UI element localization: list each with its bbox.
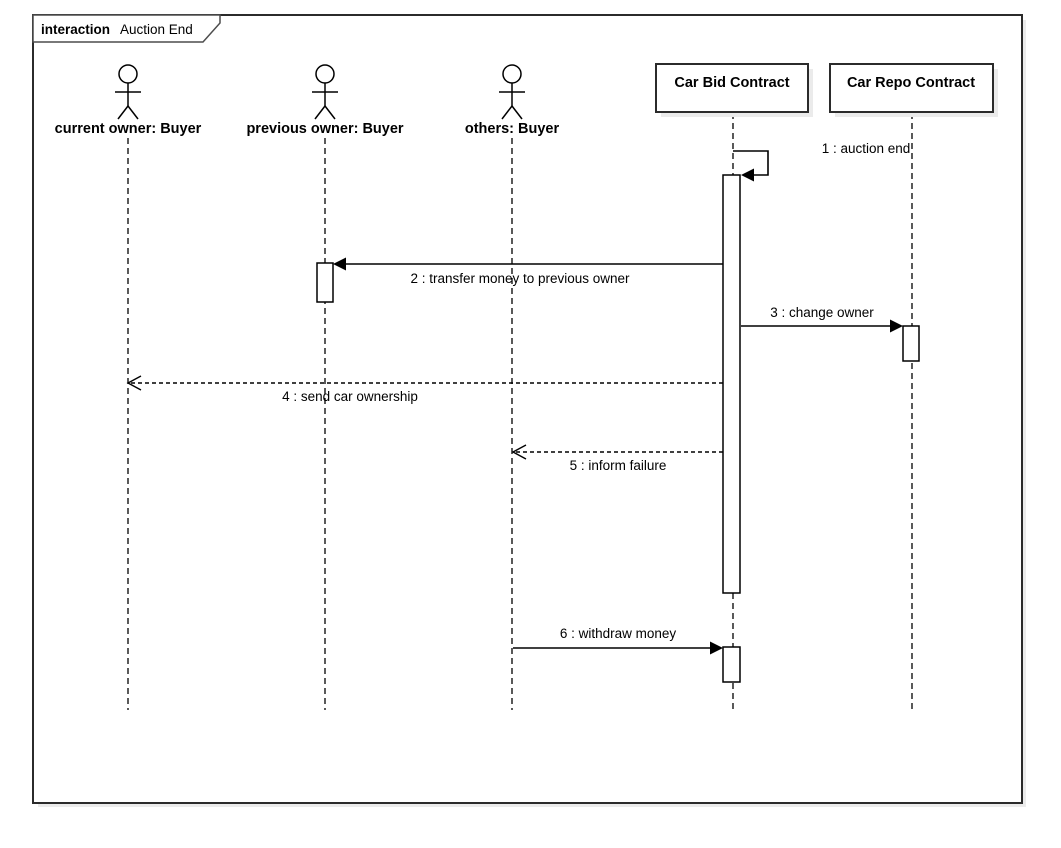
frame-title: Auction End xyxy=(120,22,193,37)
diagram-frame xyxy=(32,14,1023,804)
message-label: 2 : transfer money to previous owner xyxy=(410,271,630,286)
message-2-transfer-money: 2 : transfer money to previous owner xyxy=(333,257,723,286)
actor-leg-right xyxy=(127,105,139,120)
frame-keyword: interaction xyxy=(41,22,110,37)
actor-stick-figure-icon xyxy=(115,64,141,120)
actor-previous-owner: previous owner: Buyer xyxy=(246,64,404,137)
message-arrowhead-icon xyxy=(710,641,723,655)
actor-label: others: Buyer xyxy=(465,121,560,137)
object-label: Car Bid Contract xyxy=(674,75,789,91)
message-label: 5 : inform failure xyxy=(570,458,667,473)
actor-stick-figure-icon xyxy=(499,64,525,120)
actor-leg-left xyxy=(314,105,326,120)
message-open-arrowhead-icon xyxy=(511,444,527,460)
message-arrowhead-icon xyxy=(333,257,346,271)
activation-bar-car-bid-withdraw xyxy=(722,646,741,683)
message-line xyxy=(733,150,769,176)
message-arrowhead-icon xyxy=(890,319,903,333)
message-label: 6 : withdraw money xyxy=(560,626,677,641)
message-1-auction-end: 1 : auction end xyxy=(733,141,910,182)
message-5-inform-failure: 5 : inform failure xyxy=(511,444,723,473)
message-4-send-car-ownership: 4 : send car ownership xyxy=(126,375,723,404)
activation-bar-car-repo xyxy=(902,325,920,362)
actor-leg-left xyxy=(501,105,513,120)
object-label: Car Repo Contract xyxy=(847,75,975,91)
actor-leg-left xyxy=(117,105,129,120)
message-6-withdraw-money: 6 : withdraw money xyxy=(513,626,723,655)
activation-bars xyxy=(316,174,920,683)
actor-current-owner: current owner: Buyer xyxy=(55,64,202,137)
actor-others: others: Buyer xyxy=(465,64,560,137)
actor-stick-figure-icon xyxy=(312,64,338,120)
message-label: 3 : change owner xyxy=(770,305,874,320)
actor-label: previous owner: Buyer xyxy=(246,121,403,137)
message-label: 4 : send car ownership xyxy=(282,389,418,404)
object-car-bid-contract: Car Bid Contract xyxy=(655,63,813,117)
object-box xyxy=(655,63,809,113)
message-label: 1 : auction end xyxy=(822,141,911,156)
interaction-frame: interaction Auction End xyxy=(32,14,1026,807)
actor-leg-right xyxy=(511,105,523,120)
message-3-change-owner: 3 : change owner xyxy=(741,305,903,333)
object-box xyxy=(829,63,994,113)
message-arrowhead-icon xyxy=(741,168,754,182)
message-open-arrowhead-icon xyxy=(126,375,142,391)
actor-label: current owner: Buyer xyxy=(55,121,202,137)
actor-leg-right xyxy=(324,105,336,120)
object-car-repo-contract: Car Repo Contract xyxy=(829,63,998,117)
activation-bar-previous-owner xyxy=(316,262,334,303)
frame-label-pentagon xyxy=(32,14,221,43)
activation-bar-car-bid-main xyxy=(722,174,741,594)
lifelines xyxy=(127,113,913,710)
